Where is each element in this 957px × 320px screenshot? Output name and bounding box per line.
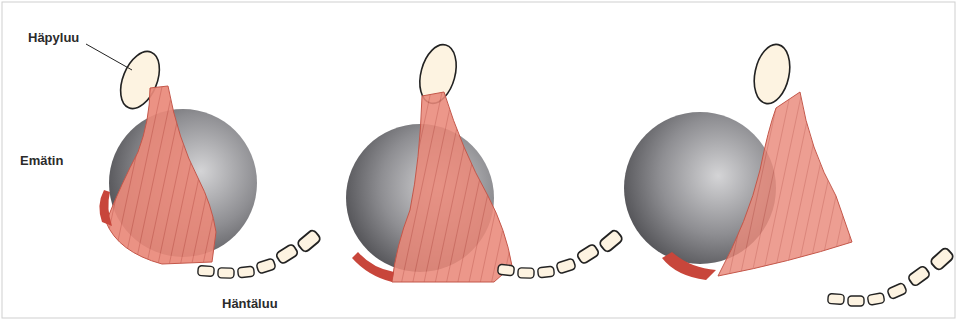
pelvic-floor-muscle [392, 92, 512, 282]
muscle-edge [662, 252, 716, 280]
part-label: Emätin [20, 154, 63, 167]
leader-line [86, 44, 132, 70]
part-label: Häpyluu [28, 31, 79, 44]
muscle-edge [99, 190, 112, 226]
coccyx [498, 229, 624, 278]
panel-1 [86, 44, 322, 278]
muscle-edge [352, 252, 394, 282]
panel-3 [624, 41, 955, 306]
pelvic-floor-muscle [718, 92, 852, 276]
coccyx [828, 247, 955, 306]
pelvic-floor-muscle [106, 86, 216, 264]
part-label: Häntäluu [222, 297, 278, 310]
panel-2 [346, 41, 624, 282]
pubic-bone [749, 41, 795, 107]
coccyx [198, 229, 322, 278]
